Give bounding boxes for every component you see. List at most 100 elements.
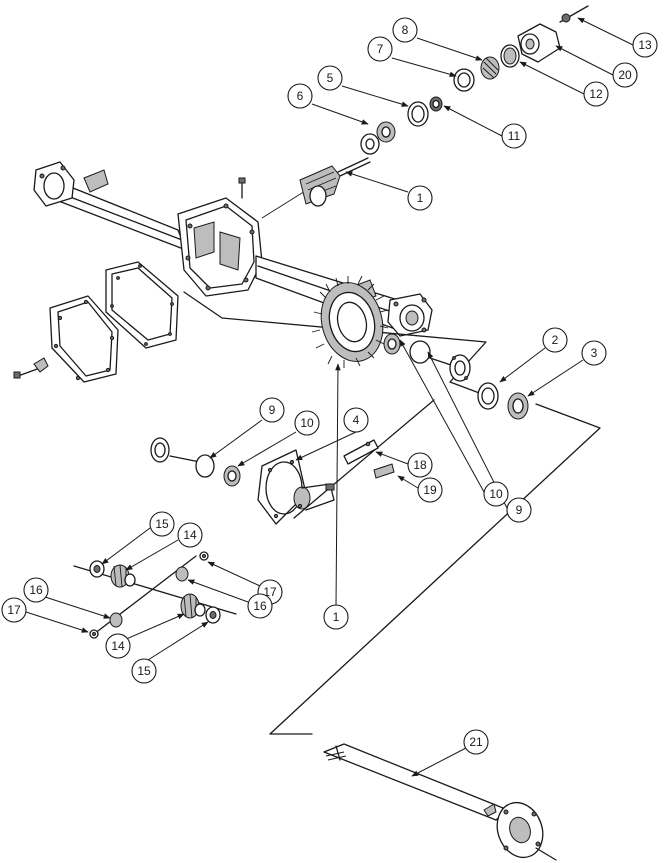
- cover-gasket: [105, 261, 179, 349]
- callout-label: 4: [353, 413, 360, 427]
- callout-label: 11: [508, 129, 521, 143]
- callout-2: 2: [542, 327, 568, 353]
- callout-label: 1: [417, 191, 424, 205]
- leader-2: [499, 347, 546, 383]
- leader-10b: [399, 339, 485, 493]
- callout-label: 15: [155, 517, 169, 531]
- pinion-mate-washer-upper: [199, 551, 209, 561]
- callout-6: 6: [287, 83, 313, 109]
- leader-14b: [123, 613, 185, 641]
- callout-label: 17: [7, 603, 21, 617]
- bracket-line-upper: [183, 291, 487, 395]
- callout-label: 12: [589, 87, 603, 101]
- side-bearing-cup: [477, 382, 499, 410]
- side-gear-thrust-washer-lower: [205, 606, 221, 624]
- callout-15-lower: 15: [131, 658, 157, 684]
- pinion-mate-gear-lower: [109, 612, 123, 628]
- left-side-bearing-assembly: [150, 437, 241, 487]
- callouts: 13 8 7 20 12 5 6 11 1 2 3 9 10 4 18 19 1…: [1, 17, 658, 755]
- callout-18: 18: [407, 452, 433, 478]
- callout-label: 20: [618, 68, 632, 82]
- ring-gear: [311, 275, 389, 491]
- callout-1-ring: 1: [323, 604, 349, 630]
- callout-label: 16: [253, 599, 267, 613]
- leader-lines: [25, 17, 634, 777]
- callout-10-left: 10: [294, 410, 320, 436]
- callout-label: 7: [377, 42, 384, 56]
- callout-label: 8: [402, 23, 409, 37]
- leader-7: [391, 57, 457, 77]
- leader-5: [341, 85, 409, 107]
- callout-label: 10: [489, 487, 503, 501]
- leader-18: [375, 451, 409, 465]
- leader-12: [519, 61, 585, 95]
- callout-17-left: 17: [1, 597, 27, 623]
- callout-label: 3: [591, 346, 598, 360]
- leader-9a: [209, 419, 263, 459]
- callout-label: 13: [638, 38, 652, 52]
- side-gear-thrust-washer-upper: [89, 560, 105, 578]
- bracket-line-lower: [269, 403, 601, 735]
- callout-label: 10: [300, 416, 314, 430]
- callout-1-pinion: 1: [407, 185, 433, 211]
- outer-pinion-cup: [453, 68, 475, 92]
- callout-label: 14: [111, 639, 125, 653]
- leader-15b: [147, 621, 209, 661]
- leader-21: [411, 747, 467, 777]
- leader-20: [555, 45, 614, 76]
- differential-case: [257, 449, 335, 525]
- callout-14-lower: 14: [105, 633, 131, 659]
- bracket-line-diff: [293, 399, 435, 519]
- callout-3: 3: [581, 340, 607, 366]
- side-gear-upper: [110, 564, 136, 588]
- callout-label: 19: [423, 483, 437, 497]
- side-bearing-shim: [507, 392, 529, 420]
- leader-1b: [335, 363, 341, 607]
- pinion-axis-line: [261, 187, 311, 219]
- axle-shaft: [323, 743, 557, 861]
- callout-label: 1: [333, 610, 340, 624]
- callout-13: 13: [632, 32, 658, 58]
- callout-16-right: 16: [247, 593, 273, 619]
- leader-13: [577, 17, 634, 46]
- pinion-mate-washer-lower: [89, 629, 99, 639]
- leader-3: [527, 359, 584, 397]
- callout-4: 4: [343, 407, 369, 433]
- pinion-bearing-cup: [407, 101, 429, 127]
- callout-label: 9: [269, 403, 276, 417]
- callout-10-right: 10: [483, 481, 509, 507]
- callout-label: 14: [183, 528, 197, 542]
- callout-11: 11: [501, 123, 527, 149]
- drain-plug: [13, 357, 49, 379]
- side-gear-lower: [180, 593, 206, 619]
- callout-19: 19: [417, 477, 443, 503]
- pinion-spacer: [429, 96, 443, 112]
- leader-17b: [25, 611, 89, 633]
- callout-label: 6: [297, 89, 304, 103]
- outer-pinion-bearing: [480, 56, 500, 80]
- callout-15-upper: 15: [149, 511, 175, 537]
- leader-11: [443, 105, 503, 137]
- leader-4: [295, 431, 357, 461]
- differential-cover: [49, 295, 119, 383]
- callout-5: 5: [317, 65, 343, 91]
- callout-9-right: 9: [506, 497, 532, 523]
- callout-20: 20: [612, 62, 638, 88]
- callout-7: 7: [367, 36, 393, 62]
- pinion-yoke: [517, 23, 561, 63]
- callout-9-left: 9: [259, 397, 285, 423]
- leader-16b: [41, 595, 111, 619]
- leader-6: [311, 103, 369, 125]
- pinion-seal: [500, 44, 520, 68]
- leader-1a: [345, 171, 409, 193]
- callout-label: 9: [516, 503, 523, 517]
- callout-label: 16: [29, 583, 43, 597]
- leader-19: [397, 475, 419, 489]
- callout-label: 21: [469, 735, 483, 749]
- pinion-bearing-race-cone: [360, 121, 396, 155]
- leader-10a: [237, 431, 297, 467]
- callout-label: 2: [552, 333, 559, 347]
- callout-label: 5: [327, 71, 334, 85]
- pinion-nut: [559, 5, 589, 23]
